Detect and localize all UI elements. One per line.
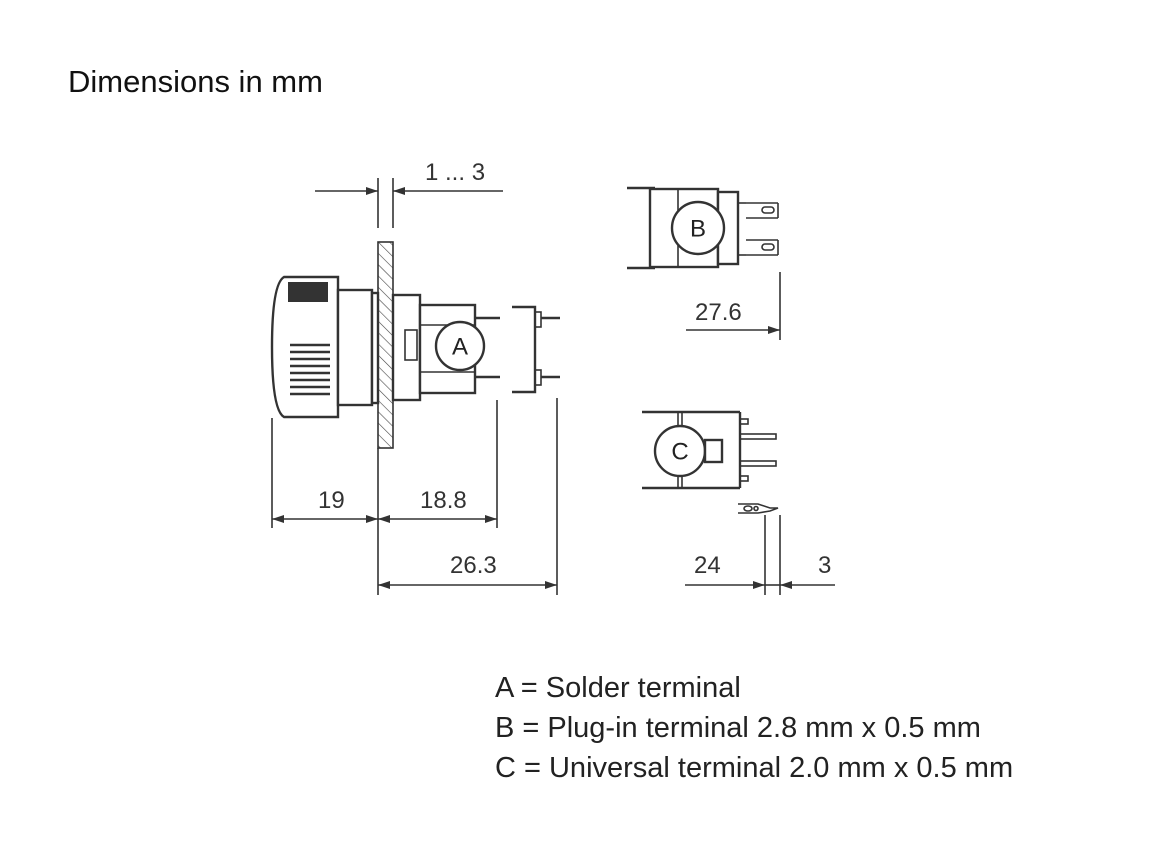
svg-text:18.8: 18.8	[420, 487, 467, 514]
dim-depths: 19 18.8 26.3	[271, 398, 558, 595]
legend-item-a: A = Solder terminal	[495, 672, 741, 704]
button-bezel	[336, 288, 374, 407]
callout-b	[670, 200, 726, 256]
plugin-terminal-view: B 27.6	[627, 186, 781, 340]
cap-grip-lines	[288, 282, 330, 396]
mounting-panel	[377, 241, 394, 449]
solder-terminal-block	[512, 305, 537, 394]
terminal-legend: A = Solder terminal B = Plug-in terminal…	[495, 668, 1013, 788]
page-title: Dimensions in mm	[68, 64, 323, 99]
callout-a	[434, 320, 486, 372]
button-cap	[270, 275, 340, 419]
legend-item-c: C = Universal terminal 2.0 mm x 0.5 mm	[495, 752, 1014, 784]
legend-item-b: B = Plug-in terminal 2.8 mm x 0.5 mm	[495, 712, 981, 744]
callout-a-label: A	[452, 334, 468, 361]
callout-b-label: B	[690, 216, 706, 243]
dim-panel-thickness: 1 ... 3	[315, 159, 503, 228]
svg-text:26.3: 26.3	[450, 552, 497, 579]
svg-text:19: 19	[318, 487, 345, 514]
svg-text:24: 24	[694, 552, 721, 579]
pushbutton-side-view: A	[270, 241, 560, 449]
svg-text:3: 3	[818, 552, 831, 579]
svg-text:1 ... 3: 1 ... 3	[425, 159, 485, 186]
universal-terminal-view: C 24 3	[642, 410, 835, 595]
svg-text:27.6: 27.6	[695, 299, 742, 326]
mounting-nut	[391, 293, 422, 402]
callout-c-label: C	[671, 439, 688, 466]
